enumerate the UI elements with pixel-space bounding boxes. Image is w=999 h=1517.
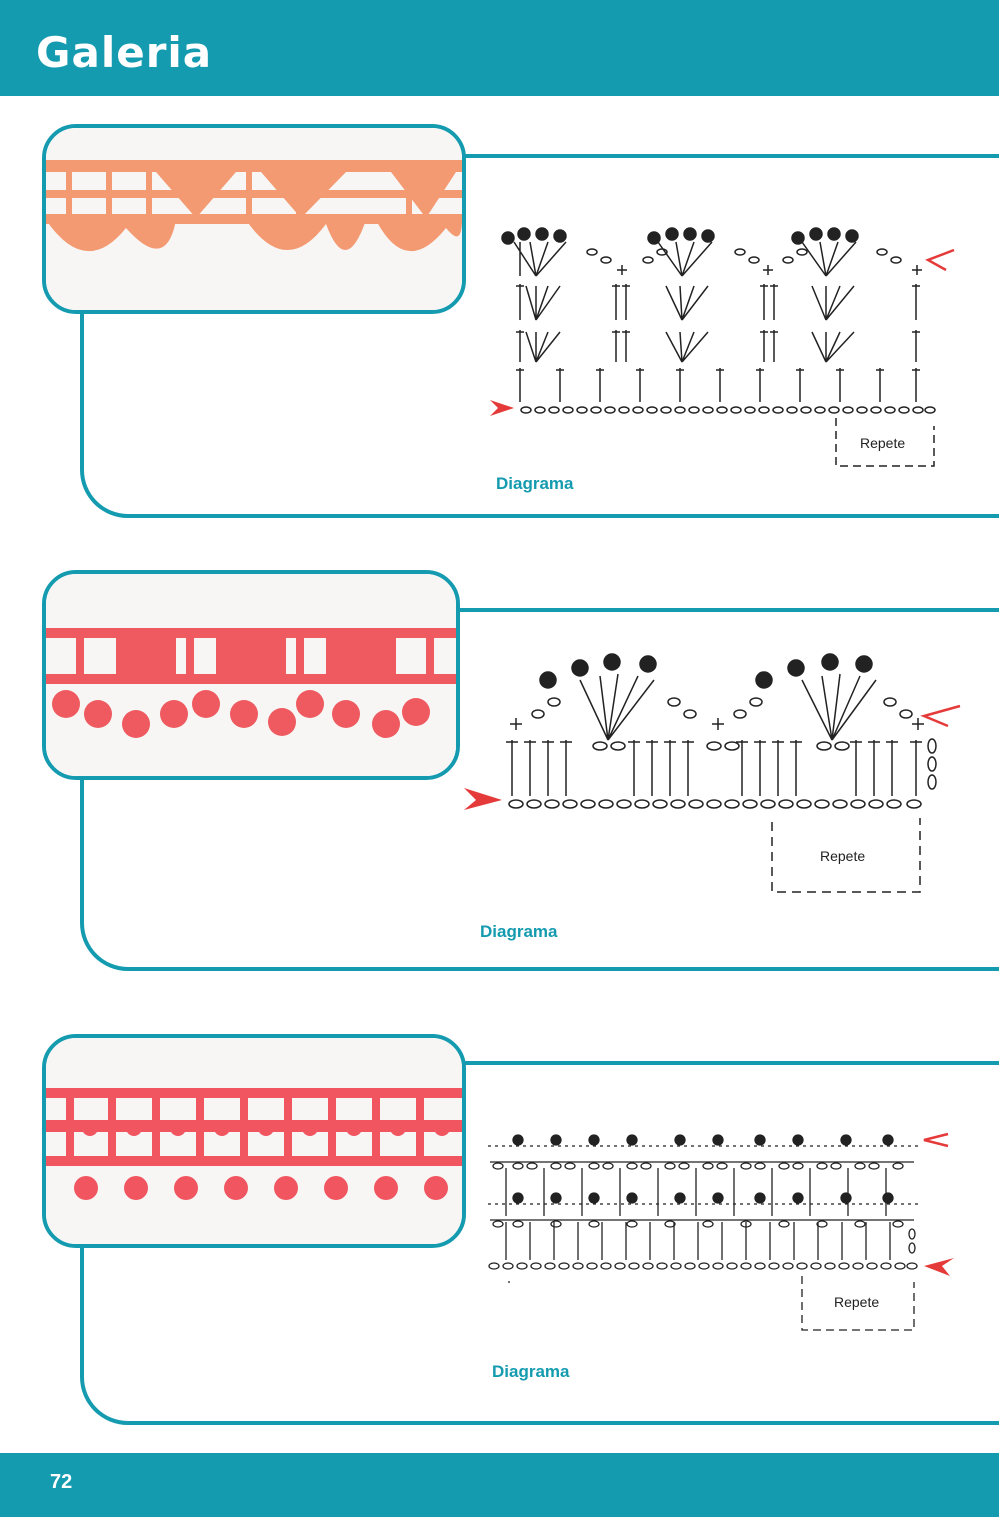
lace-photo-3 <box>42 1034 466 1248</box>
lace-photo-1 <box>42 124 466 314</box>
lace-photo-2 <box>42 570 460 780</box>
crochet-diagram-2: Repete <box>462 650 962 905</box>
panel-frame <box>80 300 999 518</box>
diagram-2-chart: Repete <box>464 653 961 893</box>
frame-top-line <box>458 608 999 612</box>
page-number: 72 <box>50 1471 73 1493</box>
repeat-label: Repete <box>860 435 905 451</box>
diagram-1-chart: Repete <box>490 227 955 467</box>
orange-lace-image <box>46 128 462 310</box>
frame-top-line <box>464 1061 999 1065</box>
red-lace-image <box>46 1038 462 1244</box>
chain-row <box>520 406 936 414</box>
page-title: Galeria <box>36 28 213 77</box>
repeat-label: Repete <box>834 1294 879 1310</box>
diagram-label: Diagrama <box>492 1362 570 1381</box>
page-header: Galeria <box>0 0 999 96</box>
diagram-3-chart: Repete <box>488 1132 954 1331</box>
crochet-diagram-1: Repete <box>486 212 956 477</box>
page-footer: 72 <box>0 1453 999 1517</box>
diagram-label: Diagrama <box>480 922 558 941</box>
frame-top-line <box>462 154 999 158</box>
panel-frame <box>80 760 999 971</box>
crochet-diagram-3: Repete <box>484 1122 958 1347</box>
diagram-label: Diagrama <box>496 474 574 493</box>
pink-lace-image <box>46 574 456 776</box>
repeat-label: Repete <box>820 848 865 864</box>
panel-frame <box>80 1230 999 1425</box>
